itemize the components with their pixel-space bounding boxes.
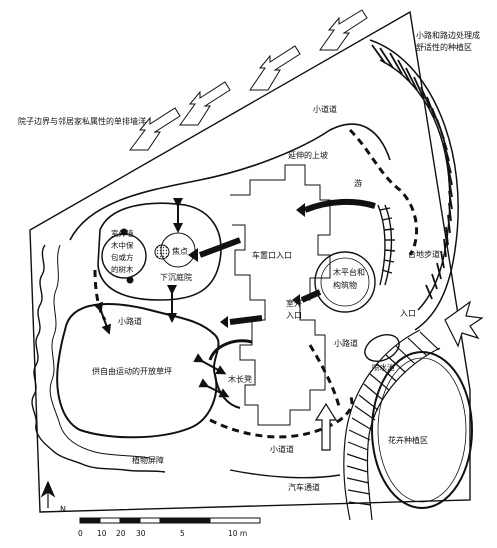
label-left-top: 院子边界与邻居家私属性的单排墙洋	[18, 116, 146, 126]
label-entry-top: 车置口入口	[252, 250, 292, 260]
label-slope: 台地步道	[408, 249, 440, 259]
label-north: N	[60, 505, 66, 514]
wood-platform-circle	[314, 251, 376, 313]
label-trail-top: 小道道	[313, 104, 337, 114]
label-scale-10: 10	[97, 529, 107, 538]
label-scale-20: 20	[116, 529, 126, 538]
house-outline	[230, 164, 331, 426]
label-entrance-right: 入口	[400, 309, 416, 318]
flower-bed-inner	[377, 357, 467, 503]
tree-dot-1	[120, 228, 128, 236]
label-scale-50: 5	[180, 529, 185, 538]
label-wood-platform-1: 木平台和	[333, 267, 365, 277]
left-planting-screen-inner	[49, 244, 151, 459]
north-arrow	[40, 480, 56, 508]
label-path-left: 小路道	[118, 316, 142, 326]
sunken-yard-outline	[97, 202, 222, 301]
label-top-right-1: 小路和路边处理成	[416, 30, 480, 40]
focal-tree	[154, 244, 170, 260]
label-wood-platform-2: 构筑物	[333, 280, 357, 290]
scale-bar	[79, 517, 261, 524]
label-free-lawn: 供自由运动的开放草坪	[92, 366, 172, 376]
open-lawn-outline	[56, 303, 220, 439]
label-main-entry-1: 室外	[286, 298, 302, 308]
property-boundary	[29, 10, 471, 513]
outer-site-line	[69, 123, 391, 241]
label-top-right-2: 舒适性的种植区	[416, 42, 472, 52]
connector-arrowheads	[188, 203, 305, 328]
label-lower-yard: 下沉庭院	[160, 272, 192, 282]
label-main-entry-2: 入口	[286, 311, 302, 320]
hollow-arrows	[314, 300, 484, 451]
label-trail-bottom: 小道道	[270, 444, 294, 454]
label-flower-bed: 花卉种植区	[388, 435, 428, 445]
flower-bed	[371, 351, 473, 509]
curved-walkway	[343, 329, 441, 521]
wood-platform-inner	[320, 257, 370, 307]
label-driveway: 汽车通道	[288, 482, 320, 492]
label-path-right: 小路道	[334, 338, 358, 348]
label-circle-2: 木中保	[111, 240, 134, 250]
label-pond: 喷水池	[372, 362, 395, 372]
label-scale-100: 10 m	[228, 529, 247, 538]
label-scale-30: 30	[136, 529, 146, 538]
label-circle-3: 包或方	[111, 252, 134, 262]
fountain	[364, 334, 400, 362]
label-focal: 焦点	[172, 246, 188, 256]
dashed-trails	[93, 128, 419, 439]
outward-arrows-top	[129, 9, 368, 151]
label-walk: 游	[354, 178, 362, 188]
driveway-line	[229, 469, 341, 479]
tree-dot-2	[126, 276, 134, 284]
connector-arrows	[198, 198, 376, 325]
top-right-planting	[369, 39, 459, 331]
movement-arrows	[93, 198, 230, 398]
label-bench: 木长凳	[228, 374, 252, 384]
label-circle-4: 的树木	[111, 264, 134, 274]
label-scale-0: 0	[78, 529, 83, 538]
terrace-steps	[377, 204, 396, 286]
left-planting-screen	[31, 244, 166, 473]
label-trail-dashed: 延伸的上坡	[288, 150, 328, 160]
label-circle-1: 室外墙	[111, 228, 134, 238]
label-plant-screen: 植物屏障	[132, 455, 164, 465]
